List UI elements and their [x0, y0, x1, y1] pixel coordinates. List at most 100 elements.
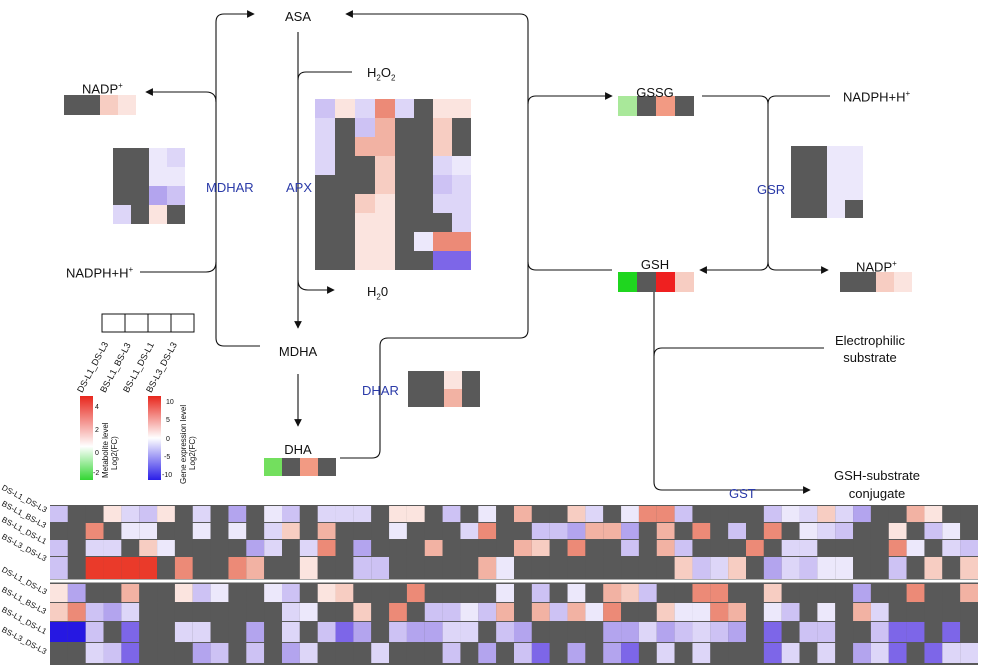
- apx-heatmap-b-cell: [395, 99, 414, 118]
- bottom-heatmap-cell: [567, 643, 586, 663]
- bottom-heatmap-cell: [621, 506, 639, 522]
- apx-heatmap-a-cell: [335, 137, 355, 156]
- bottom-heatmap-cell: [746, 643, 764, 663]
- bottom-heatmap-cell: [192, 557, 211, 579]
- bottom-heatmap-cell: [870, 540, 889, 556]
- bottom-heatmap-cell: [210, 643, 229, 663]
- bottom-heatmap-cell: [728, 523, 746, 539]
- bottom-heatmap-cell: [139, 622, 158, 642]
- apx-heatmap-b-cell: [414, 99, 433, 118]
- bottom-heatmap-cell: [656, 603, 675, 621]
- gst-arrow: [653, 290, 811, 494]
- bottom-heatmap-cell: [888, 643, 907, 663]
- bottom-heatmap-cell: [638, 603, 657, 621]
- bottom-heatmap-cell: [781, 523, 800, 539]
- bottom-heatmap-cell: [424, 523, 443, 539]
- bottom-heatmap-cell: [531, 603, 550, 621]
- bottom-heatmap-cell: [692, 603, 711, 621]
- bottom-heatmap-cell: [585, 523, 604, 539]
- mdhar-heatmap: [113, 148, 185, 224]
- bottom-heatmap-cell: [103, 506, 122, 522]
- nadp-right-tiles-cell: [876, 272, 894, 292]
- bottom-heatmap-cell: [870, 557, 889, 579]
- bottom-heatmap-cell: [353, 584, 372, 602]
- apx-heatmap-a-cell: [355, 213, 375, 232]
- bottom-heatmap-cell: [746, 540, 764, 556]
- bottom-heatmap-cell: [746, 622, 764, 642]
- bottom-heatmap-cell: [335, 643, 354, 663]
- apx-heatmap-b-cell: [452, 118, 471, 137]
- bottom-heatmap-cell: [442, 643, 461, 663]
- apx-heatmap-a-cell: [335, 175, 355, 194]
- gsr-heatmap-cell: [827, 182, 845, 200]
- gsr-heatmap-cell: [845, 146, 863, 164]
- bottom-heatmap-cell: [317, 523, 336, 539]
- mdhar-heatmap-cell: [131, 205, 149, 224]
- bottom-heatmap-cell: [567, 523, 586, 539]
- bottom-heatmap-cell: [228, 584, 247, 602]
- gene-colorbar: [148, 396, 161, 480]
- bottom-heatmap-cell: [728, 506, 746, 522]
- bottom-heatmap-cell: [192, 584, 211, 602]
- bottom-heatmap-cell: [335, 557, 354, 579]
- bottom-heatmap-cell: [710, 523, 729, 539]
- bottom-heatmap-cell: [746, 523, 764, 539]
- bottom-heatmap-cell: [50, 523, 68, 539]
- bottom-heatmap-cell: [763, 523, 782, 539]
- bottom-heatmap-cell: [282, 540, 300, 556]
- bottom-heatmap-cell: [496, 584, 514, 602]
- bottom-heatmap-cell: [674, 523, 693, 539]
- nadp-right-tiles: [840, 272, 912, 292]
- bottom-heatmap-cell: [710, 603, 729, 621]
- bottom-heatmap-cell: [710, 557, 729, 579]
- gsh-tiles: [618, 272, 694, 292]
- apx-heatmap-b-cell: [452, 137, 471, 156]
- bottom-heatmap-cell: [674, 603, 693, 621]
- mdhar-heatmap-cell: [113, 186, 131, 205]
- dhar-heatmap-cell: [444, 389, 462, 407]
- apx-heatmap-a-cell: [375, 251, 395, 270]
- nadp-right-label: NADP+: [856, 259, 897, 275]
- bottom-heatmap-cell: [157, 603, 175, 621]
- bottom-heatmap-cell: [603, 557, 622, 579]
- bottom-heatmap-cell: [567, 622, 586, 642]
- gssg-label: GSSG: [636, 85, 674, 100]
- gsh-tiles-cell: [637, 272, 656, 292]
- bottom-heatmap-cell: [478, 523, 497, 539]
- bottom-heatmap-cell: [478, 584, 497, 602]
- dhar-heatmap-cell: [462, 371, 480, 389]
- bottom-heatmap-cell: [531, 584, 550, 602]
- bottom-heatmap-cell: [942, 506, 961, 522]
- bottom-heatmap-cell: [817, 523, 836, 539]
- mdhar-label: MDHAR: [206, 180, 254, 195]
- bottom-heatmap-cell: [906, 584, 925, 602]
- bottom-heatmap-cell: [424, 506, 443, 522]
- gsr-arrow: [699, 95, 769, 274]
- bottom-heatmap-cell: [103, 557, 122, 579]
- bottom-heatmap-cell: [799, 622, 818, 642]
- bottom-heatmap-cell: [621, 643, 639, 663]
- apx-heatmap-b-cell: [414, 194, 433, 213]
- dhar-heatmap-cell: [408, 389, 426, 407]
- bottom-heatmap-cell: [389, 584, 407, 602]
- bottom-heatmap-cell: [621, 603, 639, 621]
- bottom-heatmap-cell: [835, 622, 854, 642]
- bottom-heatmap-cell: [496, 557, 514, 579]
- bottom-heatmap-cell: [514, 603, 532, 621]
- met-tick-2: 2: [95, 427, 99, 434]
- apx-heatmap-b-cell: [433, 156, 452, 175]
- bottom-heatmap-cell: [942, 540, 961, 556]
- bottom-heatmap-cell: [763, 584, 782, 602]
- bottom-heatmap-cell: [282, 506, 300, 522]
- gsr-heatmap-cell: [791, 182, 809, 200]
- bottom-heatmap-cell: [567, 603, 586, 621]
- bottom-heatmap-cell: [531, 643, 550, 663]
- bottom-heatmap-cell: [67, 557, 86, 579]
- bottom-heatmap-cell: [406, 523, 425, 539]
- bottom-heatmap-cell: [960, 540, 978, 556]
- gsr-heatmap-cell: [845, 200, 863, 218]
- bottom-heatmap-cell: [264, 643, 282, 663]
- bottom-heatmap-cell: [157, 584, 175, 602]
- bottom-heatmap-cell: [549, 557, 568, 579]
- apx-heatmap-a-cell: [315, 99, 335, 118]
